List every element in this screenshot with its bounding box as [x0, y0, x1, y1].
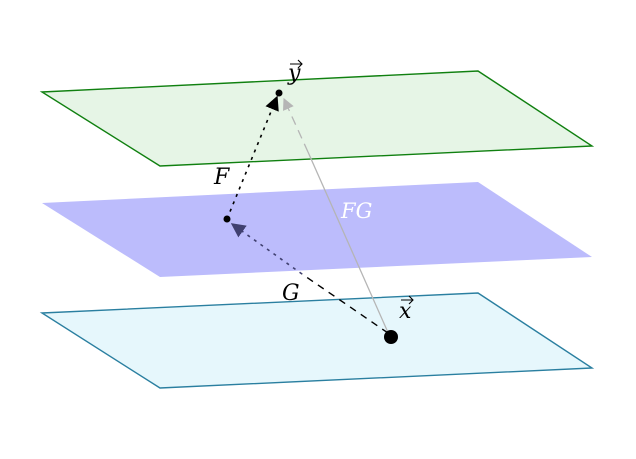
bottom-plane — [39, 292, 595, 389]
label-y-vector: y — [287, 59, 303, 86]
label-G: G — [282, 281, 300, 306]
label-FG: FG — [340, 199, 372, 223]
direct-arrow-dashed — [283, 97, 309, 153]
middle-plane — [42, 182, 592, 277]
top-plane — [39, 70, 595, 167]
svg-text:x: x — [399, 299, 412, 324]
f-arrow — [226, 95, 279, 220]
point-mid — [223, 215, 231, 223]
direct-arrow-solid — [307, 151, 391, 338]
point-y — [275, 89, 283, 97]
point-x — [384, 330, 398, 344]
label-x-vector: x — [399, 295, 414, 324]
svg-text:y: y — [287, 61, 301, 86]
g-arrow-dashed — [301, 273, 389, 334]
label-F: F — [213, 165, 230, 190]
